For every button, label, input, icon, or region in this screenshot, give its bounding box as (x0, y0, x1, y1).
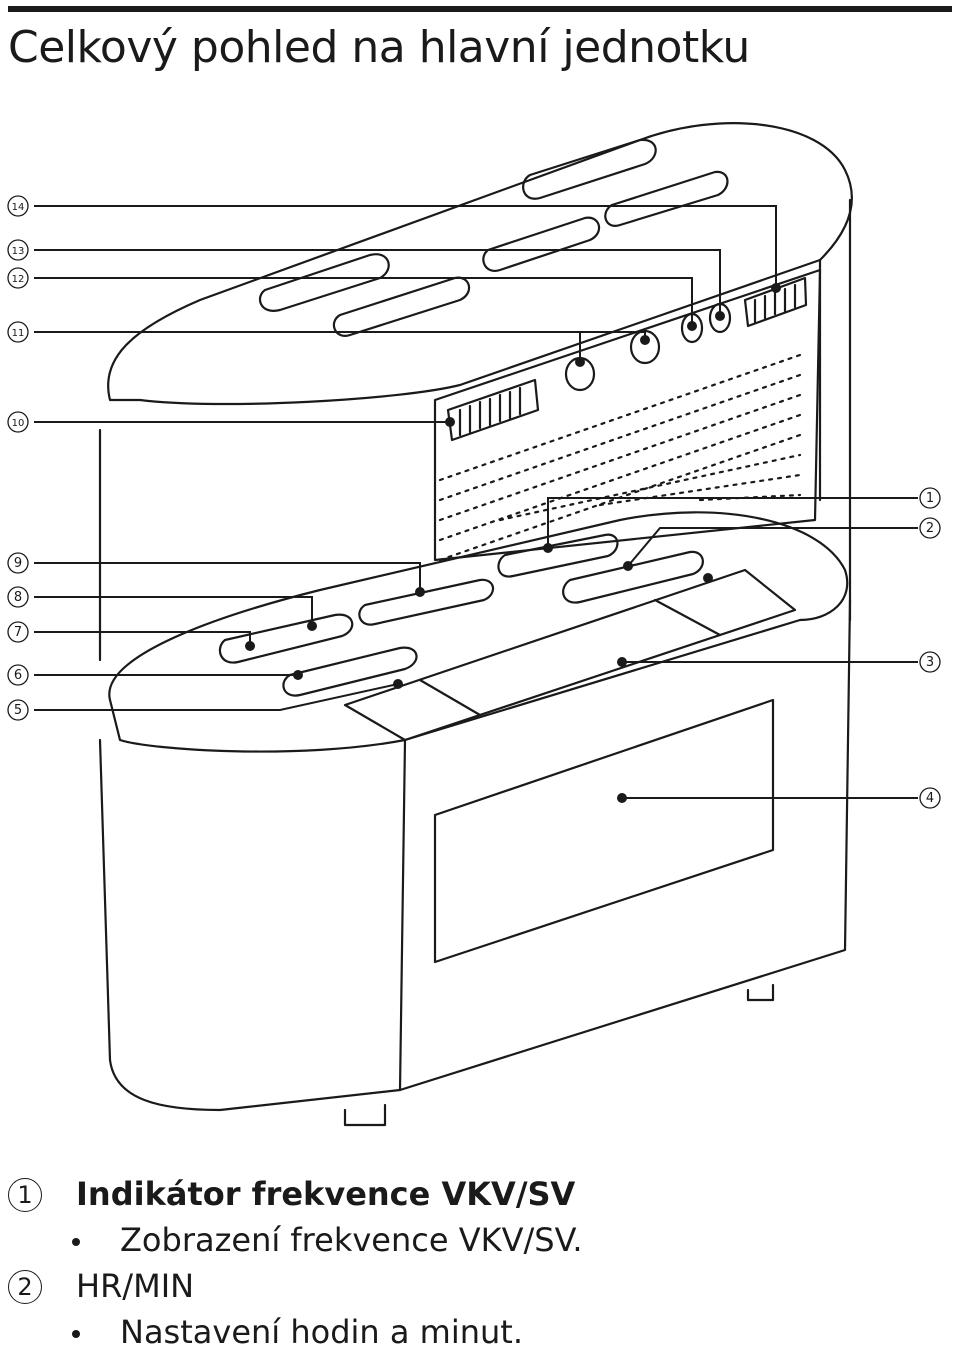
front-button (562, 550, 704, 604)
legend-entry-2: 2 HR/MIN Nastavení hodin a minut. (0, 1264, 960, 1356)
foot (746, 983, 775, 1002)
callout-label: 5 (14, 703, 22, 718)
callout-label: 8 (14, 590, 22, 605)
callout-label: 1 (926, 491, 934, 506)
front-button (218, 613, 354, 664)
callout-label: 4 (926, 791, 934, 806)
legend-entry-1: 1 Indikátor frekvence VKV/SV Zobrazení f… (0, 1172, 960, 1264)
speaker-grille (438, 353, 802, 562)
legend-number: 1 (8, 1178, 42, 1212)
callout-6 (7, 664, 29, 686)
back-unit-body (98, 198, 852, 662)
legend: 1 Indikátor frekvence VKV/SV Zobrazení f… (0, 1172, 960, 1356)
callout-label: 2 (926, 521, 934, 536)
callout-14 (7, 195, 29, 217)
callout-label: 10 (12, 418, 25, 429)
callout-label: 12 (12, 274, 25, 285)
callout-2 (919, 517, 941, 539)
display-window (433, 698, 775, 964)
front-button (497, 533, 619, 578)
legend-number: 2 (8, 1270, 42, 1304)
legend-title: Indikátor frekvence VKV/SV (76, 1175, 576, 1213)
top-button (604, 170, 729, 227)
callout-label: 6 (14, 668, 22, 683)
front-button (358, 578, 494, 626)
callout-9 (7, 552, 29, 574)
page-title: Celkový pohled na hlavní jednotku (8, 22, 750, 73)
front-unit-body (98, 598, 852, 1112)
top-button (482, 216, 601, 272)
front-unit-top (108, 511, 849, 753)
back-unit-top (107, 122, 853, 406)
callout-12 (7, 267, 29, 289)
callout-label: 9 (14, 556, 22, 571)
legend-title: HR/MIN (76, 1267, 195, 1305)
foot (343, 1103, 387, 1127)
callout-label: 11 (12, 328, 25, 339)
callout-1 (919, 487, 941, 509)
volume-wheel (743, 276, 808, 328)
callout-label: 7 (14, 625, 22, 640)
tuning-wheel (446, 378, 540, 442)
callout-8 (7, 586, 29, 608)
top-button (258, 253, 390, 312)
top-button (522, 138, 657, 200)
callout-label: 13 (12, 246, 25, 257)
callout-4 (919, 787, 941, 809)
callout-label: 14 (12, 202, 25, 213)
callout-3 (919, 651, 941, 673)
callout-5 (7, 699, 29, 721)
callout-13 (7, 239, 29, 261)
legend-description: Nastavení hodin a minut. (120, 1313, 523, 1351)
top-rule (8, 6, 952, 12)
snooze-bar (343, 568, 797, 742)
front-button (282, 646, 418, 697)
callout-7 (7, 621, 29, 643)
product-diagram: 14 13 12 11 10 9 8 7 6 5 1 2 3 4 (7, 122, 941, 1127)
legend-description: Zobrazení frekvence VKV/SV. (120, 1221, 583, 1259)
bullet-icon (72, 1238, 80, 1246)
bullet-icon (72, 1330, 80, 1338)
callout-11 (7, 321, 29, 343)
callout-label: 3 (926, 655, 934, 670)
callout-10 (7, 411, 29, 433)
